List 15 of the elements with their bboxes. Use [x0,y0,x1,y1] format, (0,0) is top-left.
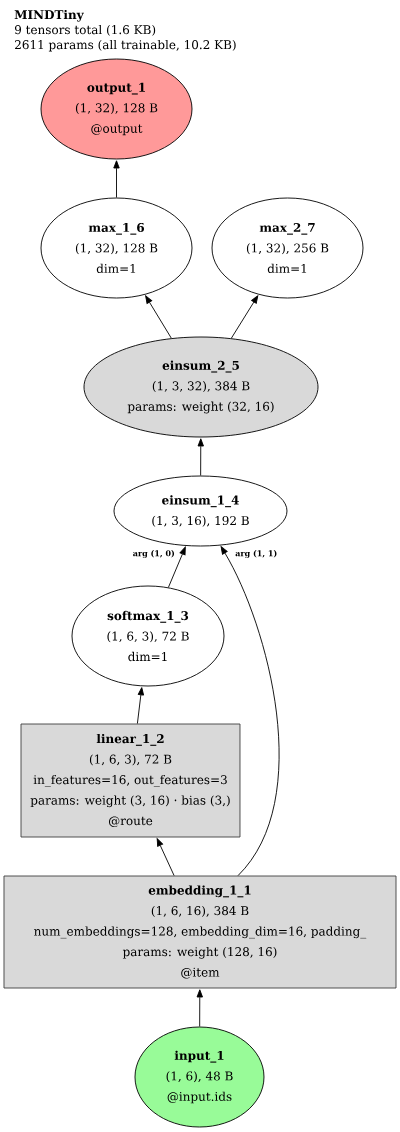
layer-box: embedding_1_1 (1, 6, 16), 384 B num_embeddings=128, embedding_dim=16, padding_ params: weight (128, 16) @item [3,875,397,989]
arrow [145,295,172,339]
edge-label: arg (1, 1) [234,549,279,559]
edge-label: arg (1, 0) [131,549,176,559]
arrow [196,989,203,1027]
summary-text: 9 tensors total (1.6 KB) [14,24,156,36]
title: MINDTiny [14,9,84,22]
arrow [167,546,186,588]
layer-box: linear_1_2 (1, 6, 3), 72 B in_features=16, out_features=3 params: weight (3, 16) · bias (3,) @route [20,723,241,838]
arrow [220,546,280,876]
arrow [136,687,145,724]
arrow [230,295,259,339]
arrow [156,838,175,876]
arrow [197,438,204,476]
arrow [113,160,120,198]
